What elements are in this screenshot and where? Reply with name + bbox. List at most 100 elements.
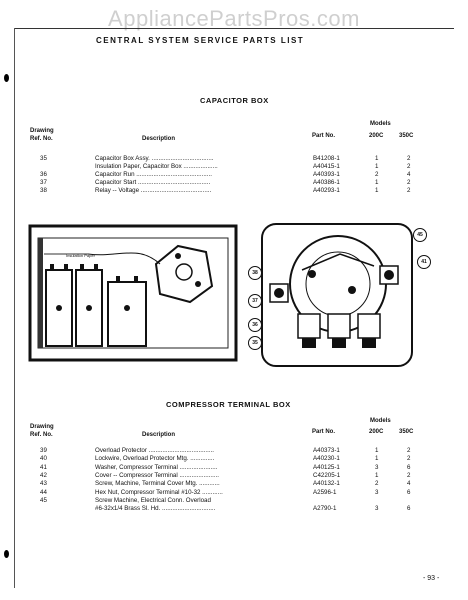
drawing-ref: 36: [40, 171, 47, 178]
ref-header-2-2: Ref. No.: [30, 432, 53, 438]
capacitor-box-diagram: [28, 224, 238, 362]
qty-200c: 2: [375, 480, 379, 488]
capacitor-cans: [45, 264, 147, 347]
qty-350c: 2: [407, 455, 411, 463]
qty-350c: 6: [407, 505, 411, 513]
qty-350c: 2: [407, 447, 411, 454]
drawing-ref: 35: [40, 155, 47, 162]
table-row: 36 Capacitor Run ........................…: [40, 171, 420, 179]
qty-350c: 2: [407, 471, 411, 479]
drawing-ref: 39: [40, 447, 47, 454]
part-number: A40415-1: [313, 163, 340, 170]
capacitor-box-title: CAPACITOR BOX: [200, 96, 269, 105]
qty-350c: 2: [407, 163, 411, 170]
callout-bubble: 37: [248, 294, 262, 308]
part-number: C42205-1: [313, 471, 341, 479]
description: Capacitor Run ..........................…: [95, 171, 212, 178]
description: Washer, Compressor Terminal ............…: [95, 463, 218, 471]
part-number: A40393-1: [313, 171, 340, 178]
description: Hex Nut, Compressor Terminal #10-32 ....…: [95, 488, 223, 496]
qty-350c: 6: [407, 463, 411, 471]
description: Insulation Paper, Capacitor Box ........…: [95, 163, 218, 170]
voltage-relay: [154, 244, 214, 304]
qty-200c: 1: [375, 447, 379, 454]
qty-200c: 1: [375, 471, 379, 479]
top-rule: [14, 28, 454, 29]
part-number: A2790-1: [313, 505, 337, 513]
drawing-ref: 38: [40, 187, 47, 194]
drawing-ref: 42: [40, 471, 47, 479]
binder-hole-top: [4, 74, 9, 82]
qty-200c: 1: [375, 179, 379, 186]
model-200c-header: 200C: [369, 133, 384, 139]
terminal-posts: [297, 313, 381, 348]
description: Overload Protector .....................…: [95, 447, 214, 454]
qty-350c: 4: [407, 480, 411, 488]
compressor-box-title: COMPRESSOR TERMINAL BOX: [166, 400, 291, 409]
description: Screw Machine, Electrical Conn. Overload: [95, 496, 211, 504]
qty-200c: 3: [375, 505, 379, 513]
table-row: 42 Cover -- Compressor Terminal .........…: [40, 472, 420, 480]
insulation-paper-label: Insulation Paper: [66, 253, 95, 258]
part-number: A40293-1: [313, 187, 340, 194]
description: Relay -- Voltage .......................…: [95, 187, 212, 194]
binder-hole-bottom: [4, 550, 9, 558]
part-number: A40125-1: [313, 463, 340, 471]
table-row: 38 Relay -- Voltage .....................…: [40, 187, 420, 195]
qty-200c: 1: [375, 455, 379, 463]
description-header-2: Description: [142, 432, 176, 438]
qty-350c: 2: [407, 155, 411, 162]
description: #6-32x1/4 Brass Sl. Hd. ................…: [95, 505, 216, 513]
qty-200c: 1: [375, 163, 379, 170]
compressor-terminal-box-diagram: [261, 223, 413, 367]
ref-header-1: Drawing: [30, 128, 54, 134]
ref-header-2-1: Drawing: [30, 424, 54, 430]
part-number: A2596-1: [313, 488, 337, 496]
part-no-header-2: Part No.: [312, 429, 336, 435]
drawing-ref: 37: [40, 179, 47, 186]
description: Lockwire, Overload Protector Mtg. ......…: [95, 455, 215, 463]
qty-350c: 2: [407, 179, 411, 186]
table-row: #6-32x1/4 Brass Sl. Hd. ................…: [40, 505, 420, 513]
left-rule: [14, 28, 15, 588]
callout-bubble: 38: [248, 266, 262, 280]
drawing-ref: 43: [40, 480, 47, 488]
table-row: 35 Capacitor Box Assy. ..................…: [40, 155, 420, 163]
qty-350c: 2: [407, 187, 411, 194]
description: Screw, Machine, Terminal Cover Mtg. ....…: [95, 480, 220, 488]
qty-350c: 6: [407, 488, 411, 496]
callout-bubble: 45: [413, 228, 427, 242]
qty-200c: 3: [375, 488, 379, 496]
models-header: Models: [370, 121, 391, 127]
description: Capacitor Box Assy. ....................…: [95, 155, 214, 162]
qty-200c: 1: [375, 155, 379, 162]
callout-bubble: 41: [417, 255, 431, 269]
description: Cover -- Compressor Terminal ...........…: [95, 471, 220, 479]
model-350c-header-2: 350C: [399, 429, 414, 435]
description: Capacitor Start ........................…: [95, 179, 211, 186]
models-header-2: Models: [370, 418, 391, 424]
table-row: 44 Hex Nut, Compressor Terminal #10-32 ..…: [40, 489, 420, 497]
qty-200c: 2: [375, 171, 379, 178]
table-row: 39 Overload Protector ...................…: [40, 447, 420, 455]
qty-350c: 4: [407, 171, 411, 178]
qty-200c: 3: [375, 463, 379, 471]
model-350c-header: 350C: [399, 133, 414, 139]
qty-200c: 1: [375, 187, 379, 194]
table-row: 37 Capacitor Start ......................…: [40, 179, 420, 187]
watermark: AppliancePartsPros.com: [108, 6, 360, 31]
page-header: CENTRAL SYSTEM SERVICE PARTS LIST: [96, 36, 305, 45]
part-number: A40132-1: [313, 480, 340, 488]
part-number: A40386-1: [313, 179, 340, 186]
page-number: - 93 -: [423, 575, 440, 582]
description-header: Description: [142, 136, 176, 142]
drawing-ref: 44: [40, 488, 47, 496]
table-row: Insulation Paper, Capacitor Box ........…: [40, 163, 420, 171]
part-no-header: Part No.: [312, 133, 336, 139]
part-number: A40373-1: [313, 447, 340, 454]
callout-bubble: 36: [248, 318, 262, 332]
part-number: B41208-1: [313, 155, 340, 162]
